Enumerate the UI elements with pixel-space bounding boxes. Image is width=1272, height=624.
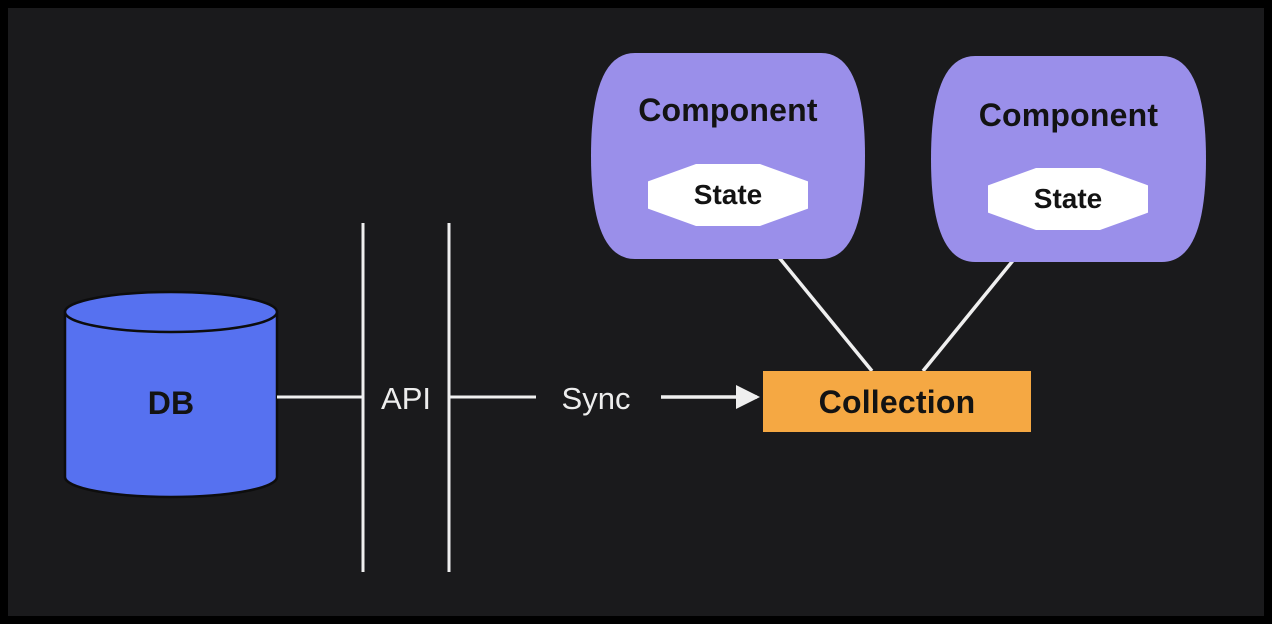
state-node-2: State (988, 168, 1148, 230)
sync-edge-label: Sync (561, 381, 631, 416)
db-cylinder-body (63, 310, 279, 499)
component-barrel-shape (591, 53, 865, 259)
collection-label: Collection (818, 383, 976, 420)
component-1-label: Component (638, 92, 818, 128)
state-node-1: State (648, 164, 808, 226)
collection-node: Collection (763, 371, 1031, 432)
component-barrel-shape (931, 56, 1206, 262)
component-node-2: Component State (930, 55, 1207, 263)
api-label: API (381, 381, 431, 416)
db-cylinder-icon (63, 290, 279, 499)
db-label: DB (147, 385, 195, 421)
component-node-1: Component State (590, 52, 866, 260)
db-cylinder-top (63, 290, 279, 334)
state-2-label: State (1033, 183, 1103, 214)
state-1-label: State (693, 179, 763, 210)
component-2-label: Component (978, 97, 1159, 133)
